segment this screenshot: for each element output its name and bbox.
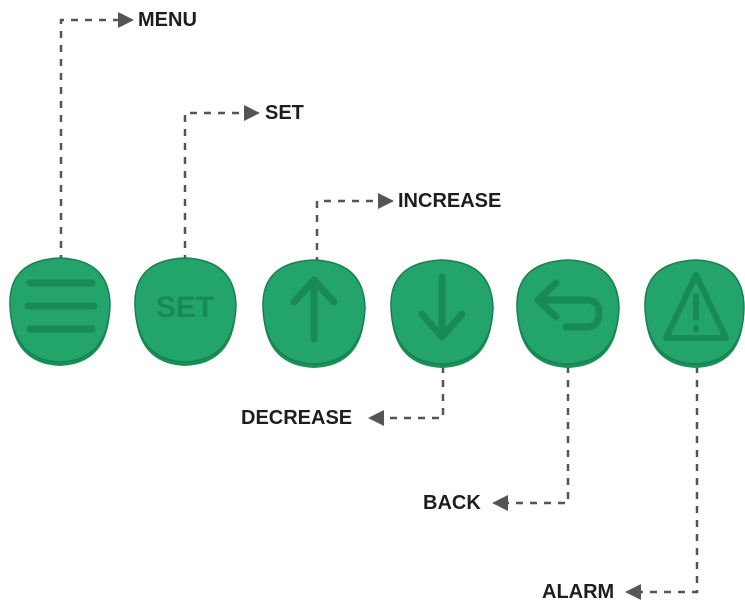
back-arrow-icon (534, 279, 603, 331)
warning-icon (663, 272, 729, 341)
back-button[interactable] (516, 259, 620, 368)
alarm-label: ALARM (542, 581, 615, 603)
menu-label: MENU (138, 9, 197, 31)
increase-label: INCREASE (398, 190, 502, 212)
leader-alarm (625, 366, 699, 600)
set-button[interactable]: SET (134, 257, 237, 366)
set-button-text: SET (156, 291, 214, 324)
leader-decrease (368, 366, 445, 426)
decrease-button[interactable] (390, 259, 494, 368)
arrow-up-icon (290, 276, 338, 343)
leader-increase (315, 193, 394, 264)
hamburger-icon (24, 279, 98, 333)
set-label: SET (265, 102, 304, 124)
increase-button[interactable] (262, 259, 366, 368)
menu-button[interactable] (9, 257, 111, 366)
alarm-button[interactable] (644, 259, 745, 368)
leader-menu (59, 12, 134, 262)
decrease-label: DECREASE (241, 407, 353, 429)
leader-back (492, 366, 570, 511)
leader-set (183, 105, 260, 262)
arrow-down-icon (418, 273, 466, 341)
back-label: BACK (423, 492, 481, 514)
